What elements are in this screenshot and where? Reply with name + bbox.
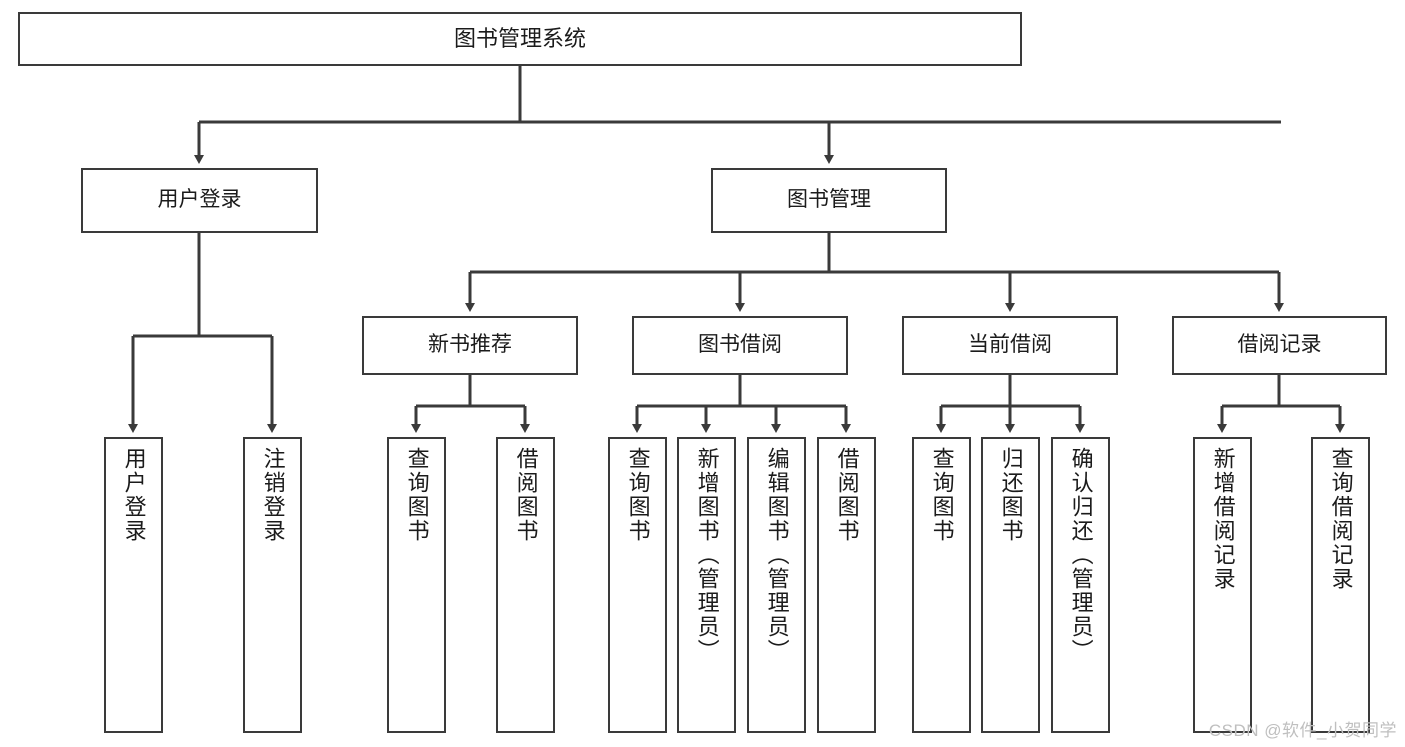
- node-label: 查询借阅记录: [1328, 447, 1354, 591]
- node-label: 新增图书（管理员）: [694, 447, 720, 663]
- node-borrow-record[interactable]: 借阅记录: [1172, 316, 1387, 375]
- node-label: 借阅记录: [1237, 333, 1322, 357]
- node-label: 图书管理: [787, 188, 871, 212]
- leaf-record-add-borrow-record[interactable]: 新增借阅记录: [1193, 437, 1252, 733]
- node-user-login[interactable]: 用户登录: [81, 168, 318, 233]
- node-label: 借阅图书: [513, 447, 539, 543]
- node-label: 查询图书: [625, 447, 651, 543]
- leaf-borrow-edit-book-admin[interactable]: 编辑图书（管理员）: [747, 437, 806, 733]
- node-label: 当前借阅: [968, 333, 1052, 357]
- leaf-borrow-query-book[interactable]: 查询图书: [608, 437, 667, 733]
- node-label: 借阅图书: [834, 447, 860, 543]
- node-current-borrow[interactable]: 当前借阅: [902, 316, 1118, 375]
- leaf-borrow-add-book-admin[interactable]: 新增图书（管理员）: [677, 437, 736, 733]
- node-label: 查询图书: [404, 447, 430, 543]
- node-label: 查询图书: [929, 447, 955, 543]
- node-book-borrow[interactable]: 图书借阅: [632, 316, 848, 375]
- node-label: 图书管理系统: [453, 26, 586, 52]
- node-new-book-recommend[interactable]: 新书推荐: [362, 316, 578, 375]
- leaf-record-query-borrow-record[interactable]: 查询借阅记录: [1311, 437, 1370, 733]
- node-label: 确认归还（管理员）: [1068, 447, 1094, 663]
- node-book-management[interactable]: 图书管理: [711, 168, 947, 233]
- leaf-current-confirm-return-admin[interactable]: 确认归还（管理员）: [1051, 437, 1110, 733]
- node-label: 新增借阅记录: [1210, 447, 1236, 591]
- node-label: 注销登录: [260, 447, 286, 543]
- watermark: CSDN @软件_小贺同学: [1208, 721, 1397, 740]
- leaf-user-login[interactable]: 用户登录: [104, 437, 163, 733]
- leaf-user-logout[interactable]: 注销登录: [243, 437, 302, 733]
- node-label: 编辑图书（管理员）: [764, 447, 790, 663]
- node-label: 归还图书: [998, 447, 1024, 543]
- node-label: 新书推荐: [428, 333, 512, 357]
- leaf-current-return-book[interactable]: 归还图书: [981, 437, 1040, 733]
- node-label: 图书借阅: [698, 333, 782, 357]
- leaf-current-query-book[interactable]: 查询图书: [912, 437, 971, 733]
- node-label: 用户登录: [121, 447, 147, 543]
- node-root-book-management-system[interactable]: 图书管理系统: [18, 12, 1022, 66]
- leaf-recommend-query-book[interactable]: 查询图书: [387, 437, 446, 733]
- node-label: 用户登录: [157, 188, 242, 212]
- leaf-borrow-borrow-book[interactable]: 借阅图书: [817, 437, 876, 733]
- leaf-recommend-borrow-book[interactable]: 借阅图书: [496, 437, 555, 733]
